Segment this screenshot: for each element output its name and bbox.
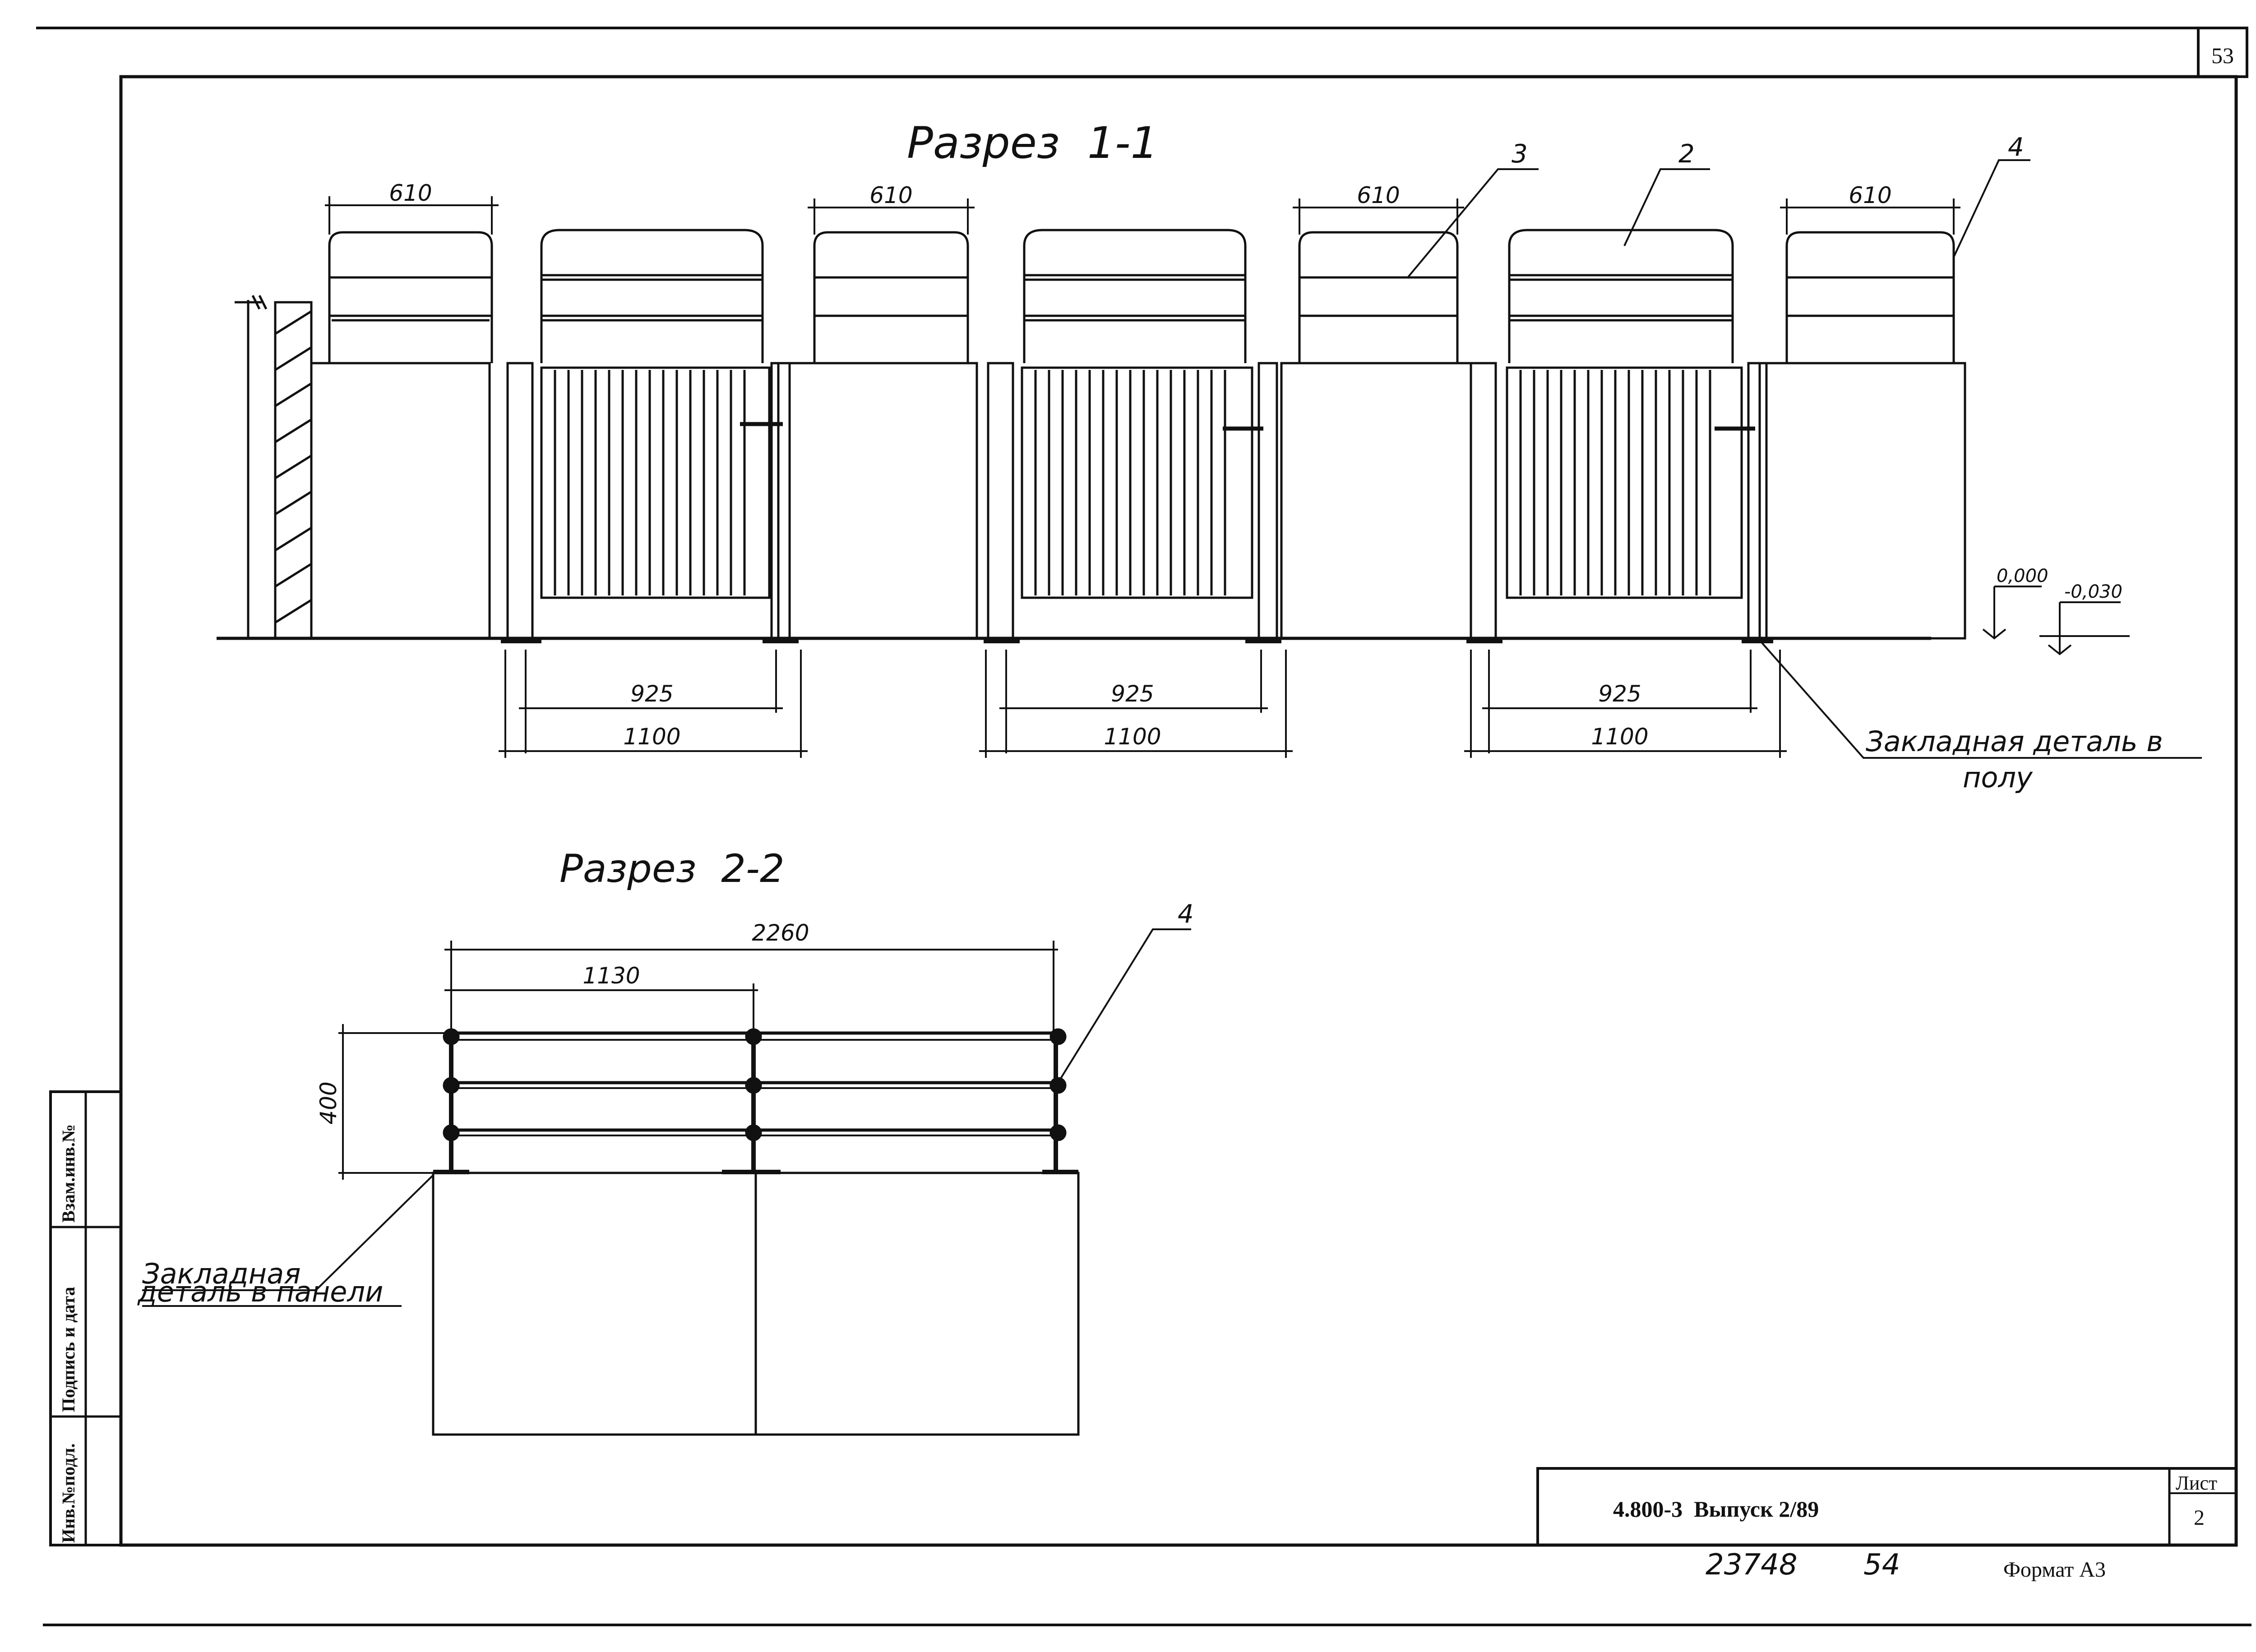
stamp-podpis-data: Подпись и дата [58, 1287, 79, 1412]
dim-1130: 1130 [582, 963, 640, 989]
dim-1100-1: 1100 [623, 724, 680, 750]
section-1-drawing [217, 159, 2202, 759]
section-1-levels: 0,000 -0,030 [1997, 566, 2122, 602]
list-label: Лист [2176, 1472, 2217, 1494]
callout-4: 4 [2008, 133, 2024, 162]
embedded-part-panel-note-line1: Закладная [142, 1257, 301, 1290]
list-number: 2 [2194, 1506, 2205, 1530]
dim-610-1: 610 [389, 180, 432, 206]
section-2-title: Разрез 2-2 [559, 846, 785, 891]
format-label: Формат А3 [2003, 1558, 2106, 1582]
sheet-frame [36, 27, 2251, 1626]
section-2-callout-4: 4 [1178, 900, 1194, 929]
section-2-dims: 2260 1130 400 [315, 920, 809, 1125]
embedded-part-panel-note-line2: деталь в панели [137, 1275, 383, 1308]
doc-code: 4.800-3 Выпуск 2/89 [1613, 1496, 1819, 1522]
dim-610-4: 610 [1849, 182, 1891, 208]
dim-1100-3: 1100 [1591, 724, 1648, 750]
embedded-part-floor-note-line2: полу [1963, 761, 2033, 794]
section-1-callouts: 3 2 4 [1512, 133, 2024, 169]
left-stamp: Инв.№подл. Подпись и дата Взам.инв.№ [58, 1124, 79, 1543]
callout-3: 3 [1512, 139, 1528, 169]
section-1-dims-1100: 1100 1100 1100 [623, 724, 1648, 750]
section-1-title: Разрез 1-1 [907, 118, 1158, 168]
page-number: 53 [2211, 43, 2234, 68]
dim-610-2: 610 [869, 182, 912, 208]
archive-page: 54 [1863, 1548, 1900, 1582]
level-minus-0030: -0,030 [2064, 581, 2122, 602]
callout-2: 2 [1678, 139, 1695, 169]
dim-925-2: 925 [1111, 681, 1154, 707]
embedded-part-floor-note-line1: Закладная деталь в [1866, 725, 2163, 758]
archive-number: 23748 [1706, 1548, 1798, 1582]
dim-925-1: 925 [630, 681, 673, 707]
stamp-vzam-inv: Взам.инв.№ [58, 1124, 79, 1223]
section-1-dims-925: 925 925 925 [630, 681, 1641, 707]
level-0000: 0,000 [1997, 566, 2048, 586]
dim-610-3: 610 [1357, 182, 1400, 208]
dim-925-3: 925 [1598, 681, 1641, 707]
dim-2260: 2260 [752, 920, 809, 946]
dim-400: 400 [315, 1081, 342, 1124]
dim-1100-2: 1100 [1104, 724, 1161, 750]
section-1-dims-610: 610 610 610 610 [389, 180, 1891, 208]
stamp-inv-podl: Инв.№подл. [58, 1443, 79, 1543]
section-2-drawing [142, 928, 1191, 1436]
